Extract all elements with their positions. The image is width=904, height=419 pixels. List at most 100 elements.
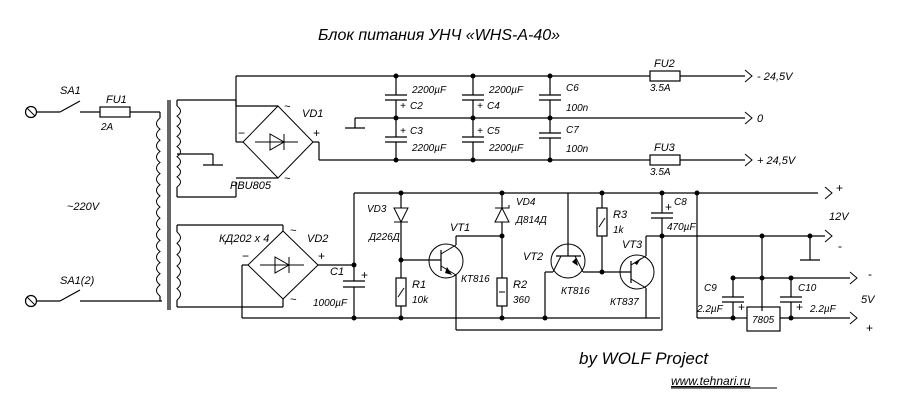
website-link[interactable]: www.tehnari.ru	[671, 374, 751, 388]
out-5v-plus: +	[866, 321, 873, 335]
vd2-ac-top: ~	[290, 225, 297, 237]
arrow-out-12v-plus	[824, 186, 833, 200]
vd1-plus: +	[313, 126, 320, 140]
fuse-fu1-ref: FU1	[106, 94, 127, 106]
vd2-ac-bottom: ~	[290, 294, 297, 306]
c2-polarity: +	[400, 101, 406, 112]
capacitor-c3	[385, 118, 407, 160]
vd1-part: PBU805	[230, 180, 272, 192]
transistor-vt3	[602, 235, 662, 318]
c3-ref: C3	[410, 126, 423, 137]
input-terminal-1	[24, 105, 38, 119]
c5-polarity: +	[477, 126, 483, 137]
fuse-fu3-rating: 3.5A	[650, 167, 671, 178]
fuse-fu3	[649, 154, 681, 166]
out-5v-minus: -	[868, 267, 872, 281]
c10-polarity: +	[796, 300, 803, 314]
resistor-r3	[596, 193, 608, 272]
capacitor-c9	[722, 278, 744, 318]
junction-dots-filter	[393, 73, 553, 163]
mains-voltage-label: ~220V	[67, 201, 101, 213]
arrow-out-pos	[744, 153, 753, 167]
vt1-part: КТ816	[461, 274, 490, 285]
switch-sa1-2	[59, 289, 81, 302]
output-label-zero: 0	[757, 113, 764, 125]
switch-sa1-label: SA1	[60, 85, 81, 97]
resistor-r2	[496, 277, 508, 318]
r1-value: 10k	[412, 295, 429, 306]
r3-value: 1k	[613, 225, 625, 236]
c3-value: 2200µF	[411, 143, 447, 154]
vd1-ac-bottom: ~	[284, 173, 291, 185]
c7-value: 100n	[566, 144, 589, 155]
c1-value: 1000µF	[313, 298, 348, 309]
c2-ref: C2	[410, 101, 423, 112]
output-label-pos: + 24,5V	[757, 155, 797, 167]
vd1-ac-top: ~	[284, 101, 291, 113]
vd1-ref: VD1	[302, 108, 323, 120]
vd4-ref: VD4	[516, 197, 536, 208]
resistor-r1	[395, 260, 407, 318]
c5-value: 2200µF	[488, 143, 524, 154]
arrow-out-5v-plus	[849, 311, 858, 325]
diode-vd3	[393, 193, 409, 260]
capacitor-c2	[385, 76, 407, 118]
vd4-part: Д814Д	[515, 215, 547, 226]
vd3-ref: VD3	[367, 204, 387, 215]
capacitor-c7	[539, 118, 561, 160]
c1-ref: C1	[330, 266, 344, 278]
vd3-part: Д226Д	[368, 232, 400, 243]
diagram-title: Блок питания УНЧ «WHS-A-40»	[318, 27, 560, 44]
fuse-fu2-rating: 3.5A	[650, 83, 671, 94]
c9-value: 2.2µF	[696, 304, 724, 315]
vt3-ref: VT3	[622, 239, 643, 251]
credit-text: by WOLF Project	[579, 349, 709, 368]
transformer	[156, 100, 181, 310]
c8-polarity: +	[665, 200, 672, 214]
bridge-rectifier-vd2	[247, 230, 319, 300]
input-terminal-2	[24, 294, 38, 308]
arrow-out-neg	[744, 69, 753, 83]
c3-polarity: +	[400, 126, 406, 137]
zener-diode-vd4	[494, 193, 510, 278]
fuse-fu1	[99, 106, 131, 118]
c8-value: 470µF	[667, 222, 696, 233]
switch-sa1	[59, 100, 81, 113]
transistor-vt2	[544, 193, 602, 318]
capacitor-c5	[462, 118, 484, 160]
c10-ref: C10	[798, 283, 817, 294]
capacitor-c4	[462, 76, 484, 118]
out-12v-label: 12V	[829, 211, 850, 223]
vd1-minus: −	[238, 126, 245, 140]
c8-ref: C8	[674, 197, 687, 208]
vt2-ref: VT2	[523, 251, 543, 263]
r1-ref: R1	[412, 279, 426, 291]
switch-sa1-2-label: SA1(2)	[60, 275, 95, 287]
c9-ref: C9	[704, 283, 717, 294]
c4-ref: C4	[487, 101, 500, 112]
arrow-out-zero	[744, 111, 753, 125]
r2-value: 360	[513, 295, 530, 306]
voltage-regulator-7805	[746, 306, 781, 332]
arrow-out-12v-minus	[824, 229, 833, 243]
regulator-ic-label: 7805	[752, 315, 775, 326]
vt2-part: КТ816	[561, 286, 590, 297]
c9-polarity: +	[738, 300, 745, 314]
c6-ref: C6	[566, 83, 579, 94]
vt3-part: КТ837	[610, 297, 639, 308]
junction-dots-regulator	[351, 190, 813, 321]
c1-polarity: +	[361, 268, 368, 282]
fuse-fu1-rating: 2A	[100, 122, 114, 133]
out-12v-minus: -	[838, 239, 842, 253]
fuse-fu3-ref: FU3	[654, 142, 676, 154]
c5-ref: C5	[487, 126, 500, 137]
c10-value: 2.2µF	[809, 304, 837, 315]
output-label-neg: - 24,5V	[757, 71, 794, 83]
vd2-ref: VD2	[307, 233, 328, 245]
capacitor-c6	[539, 76, 561, 118]
vd2-part: КД202 x 4	[219, 233, 269, 245]
fuse-fu2	[649, 70, 681, 82]
c6-value: 100n	[566, 103, 589, 114]
transistor-vt1	[401, 235, 662, 331]
c7-ref: C7	[566, 125, 579, 136]
